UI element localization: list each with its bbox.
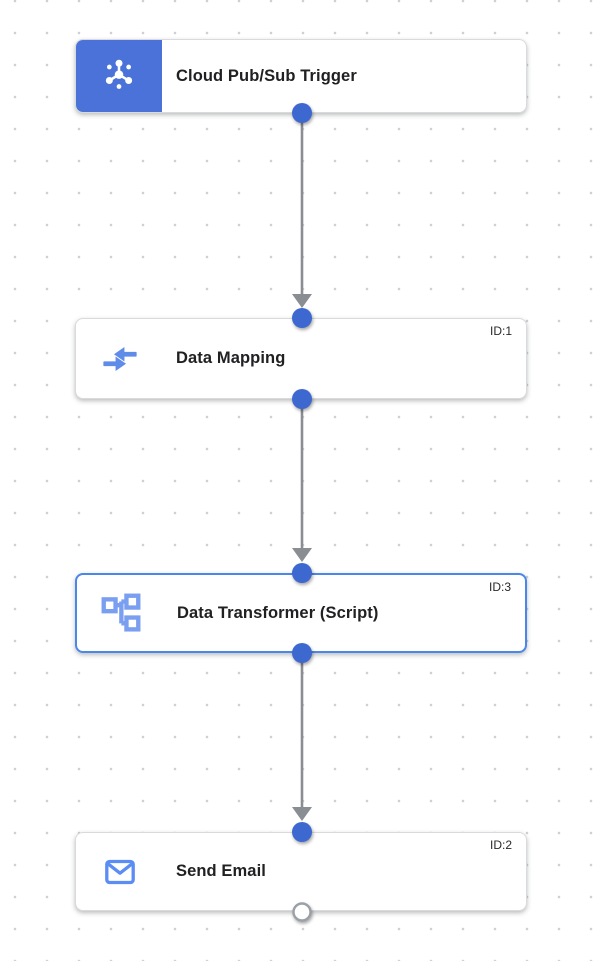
node-title: Send Email — [176, 862, 266, 880]
output-port-send-email-unconnected[interactable] — [292, 902, 312, 922]
node-title: Data Mapping — [176, 349, 286, 367]
output-port-data-transformer[interactable] — [292, 643, 312, 663]
cloud-pubsub-trigger-icon — [100, 55, 138, 98]
node-id-badge: ID:1 — [489, 324, 512, 338]
node-title: Cloud Pub/Sub Trigger — [176, 66, 357, 85]
node-data-transformer[interactable]: ID:3 Data Transformer (Script) — [75, 573, 527, 653]
input-port-data-transformer[interactable] — [292, 563, 312, 583]
node-cloud-pubsub-trigger[interactable]: Cloud Pub/Sub Trigger — [75, 39, 527, 113]
output-port-trigger[interactable] — [292, 103, 312, 123]
node-id-badge: ID:2 — [489, 838, 512, 852]
output-port-data-mapping[interactable] — [292, 389, 312, 409]
input-port-data-mapping[interactable] — [292, 308, 312, 328]
edge-data-mapping-to-data-transformer[interactable] — [292, 399, 312, 562]
arrowhead-icon — [292, 294, 312, 308]
node-title: Data Transformer (Script) — [177, 603, 379, 622]
arrowhead-icon — [292, 548, 312, 562]
data-mapping-icon — [100, 339, 140, 379]
arrowhead-icon — [292, 807, 312, 821]
node-send-email[interactable]: ID:2 Send Email — [75, 832, 527, 911]
data-transformer-icon — [101, 593, 141, 633]
input-port-send-email[interactable] — [292, 822, 312, 842]
node-id-badge: ID:3 — [488, 580, 511, 594]
node-data-mapping[interactable]: ID:1 Data Mapping — [75, 318, 527, 399]
send-email-icon — [100, 852, 140, 892]
trigger-icon-block — [76, 40, 162, 112]
edge-trigger-to-data-mapping[interactable] — [292, 113, 312, 308]
edge-data-transformer-to-send-email[interactable] — [292, 653, 312, 821]
